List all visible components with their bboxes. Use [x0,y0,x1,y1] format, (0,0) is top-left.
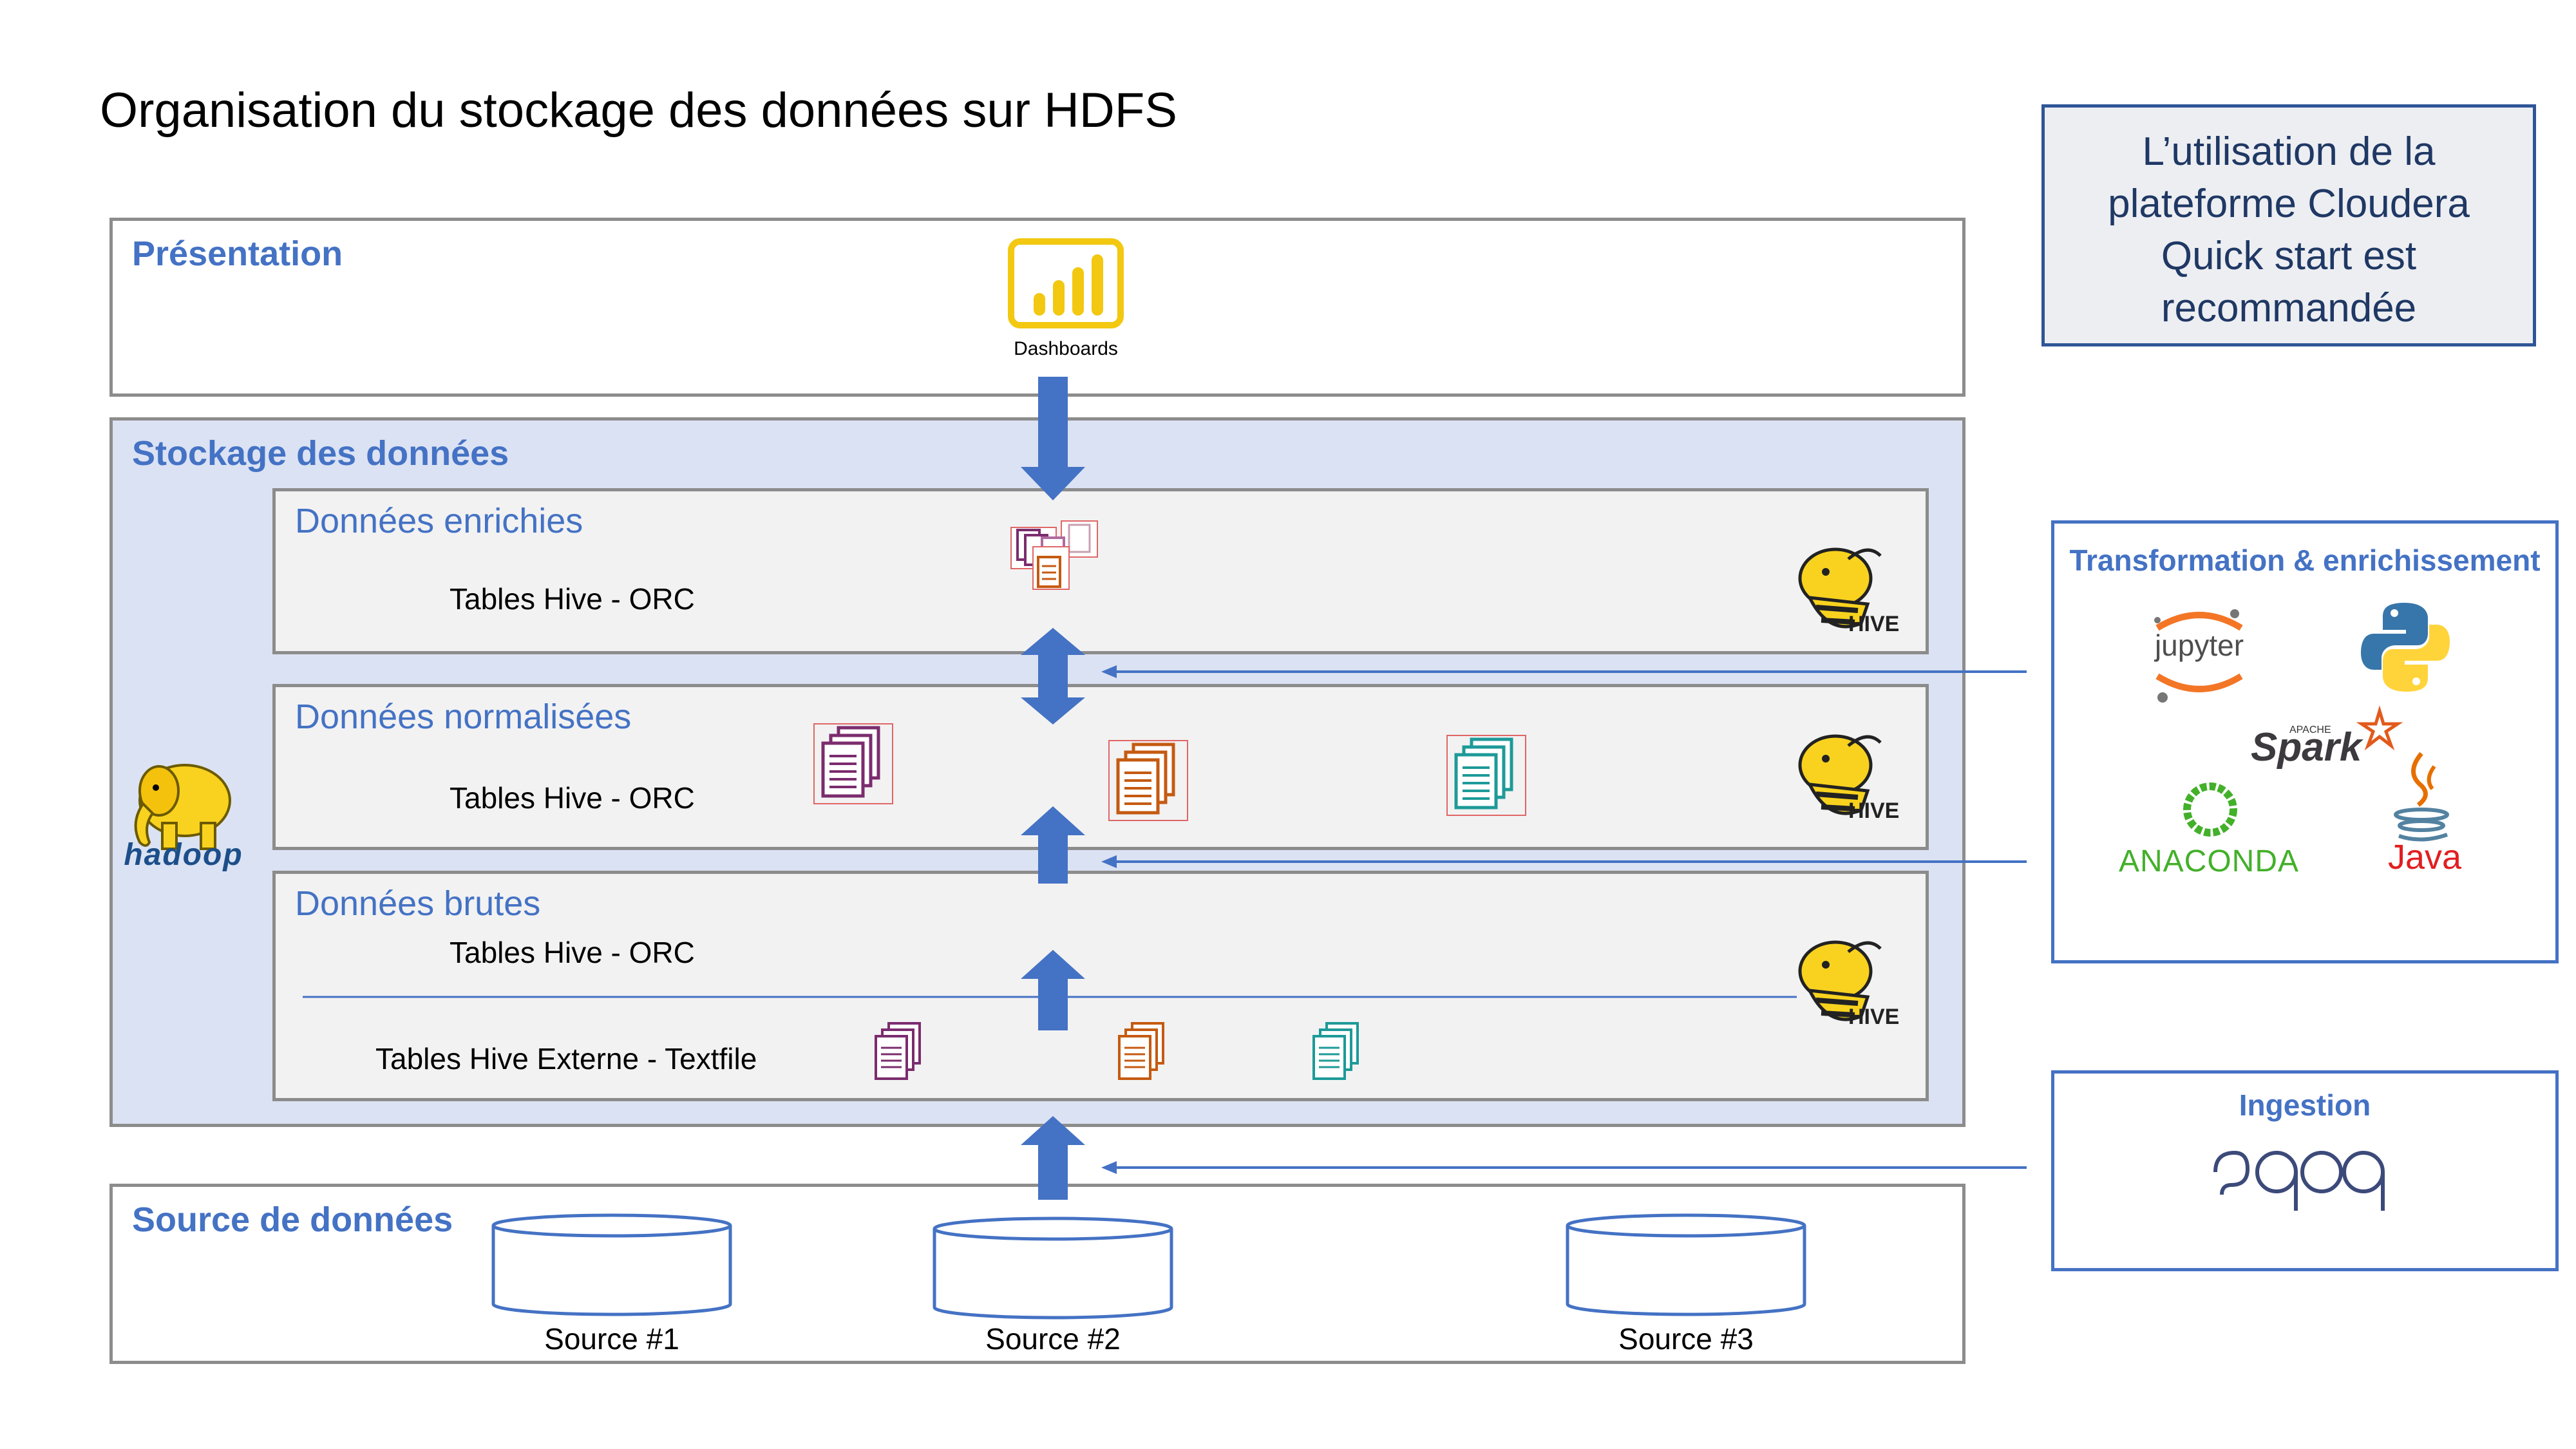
files-mixed-icon [1010,520,1098,590]
source-1-caption: Source #1 [544,1322,679,1356]
dashboards-caption: Dashboards [1014,338,1118,359]
note-line: plateforme Cloudera [2108,182,2470,226]
down-arrow [1021,377,1085,500]
up-arrow [1021,1116,1085,1200]
presentation-layer: Présentation [109,218,1965,397]
presentation-label: Présentation [132,234,343,273]
note-line: recommandée [2161,286,2417,330]
hive-logo-text: HIVE [1848,612,1900,636]
source-label: Source de données [132,1200,453,1239]
hive-logo-text: HIVE [1848,799,1900,823]
transformation-label: Transformation & enrichissement [2069,544,2541,577]
spark-text: Spark [2251,725,2362,770]
files-purple-icon [813,723,893,804]
sqoop-icon [2213,1150,2385,1211]
anaconda-text: ANACONDA [2118,844,2300,878]
spark-star-icon [2356,705,2403,751]
files-orange-icon [1118,1022,1164,1080]
layer-brutes: Données brutes Tables Hive - ORC Tables … [272,871,1929,1101]
layer-normalisees: Données normalisées Tables Hive - ORC [272,684,1929,850]
recommendation-note: L’utilisation de la plateforme Cloudera … [2041,104,2536,346]
hive-bee-icon [1798,734,1882,815]
double-arrow [1021,628,1085,724]
note-line: Quick start est [2161,234,2417,278]
source-3-caption: Source #3 [1618,1322,1754,1356]
spark-apache-text: APACHE [2289,724,2331,735]
layer-enrichies: Données enrichies Tables Hive - ORC [272,488,1929,654]
ingestion-box: Ingestion [2051,1070,2559,1271]
transform-arrow-normalisees [1101,855,2027,868]
database-icon [933,1217,1173,1320]
ingestion-label: Ingestion [2239,1088,2371,1122]
up-arrow [1021,806,1085,884]
hive-logo-text: HIVE [1848,1005,1900,1029]
jupyter-text: jupyter [2154,629,2244,662]
java-icon [2394,752,2449,842]
layer-enrichies-tables: Tables Hive - ORC [450,582,695,616]
layer-brutes-external: Tables Hive Externe - Textfile [375,1042,757,1075]
anaconda-icon [2183,782,2237,837]
transform-arrow-enrichies [1101,665,2027,678]
source-2-caption: Source #2 [985,1322,1121,1356]
python-icon [2361,603,2450,692]
hadoop-elephant-icon [134,764,231,850]
ingestion-arrow [1101,1161,2027,1174]
storage-label: Stockage des données [132,434,509,473]
note-line: L’utilisation de la [2142,129,2436,174]
layer-normalisees-tables: Tables Hive - ORC [450,781,695,815]
java-text: Java [2387,838,2462,876]
page-title: Organisation du stockage des données sur… [100,83,1177,138]
files-teal-icon [1446,735,1526,816]
hive-bee-icon [1798,547,1882,629]
layer-brutes-label: Données brutes [295,884,541,923]
database-icon [1566,1213,1806,1316]
hive-bee-icon [1798,940,1882,1021]
up-arrow [1021,950,1085,1030]
layer-normalisees-label: Données normalisées [295,697,632,736]
hadoop-logo-text: hadoop [124,838,243,872]
transformation-box: Transformation & enrichissement [2051,520,2559,963]
power-bi-icon [1008,238,1124,328]
database-icon [491,1213,732,1316]
layer-brutes-tables: Tables Hive - ORC [450,936,695,969]
jupyter-icon [2154,609,2243,703]
files-orange-icon [1108,740,1188,821]
files-purple-icon [875,1022,921,1080]
files-teal-icon [1312,1022,1359,1080]
layer-enrichies-label: Données enrichies [295,502,583,540]
